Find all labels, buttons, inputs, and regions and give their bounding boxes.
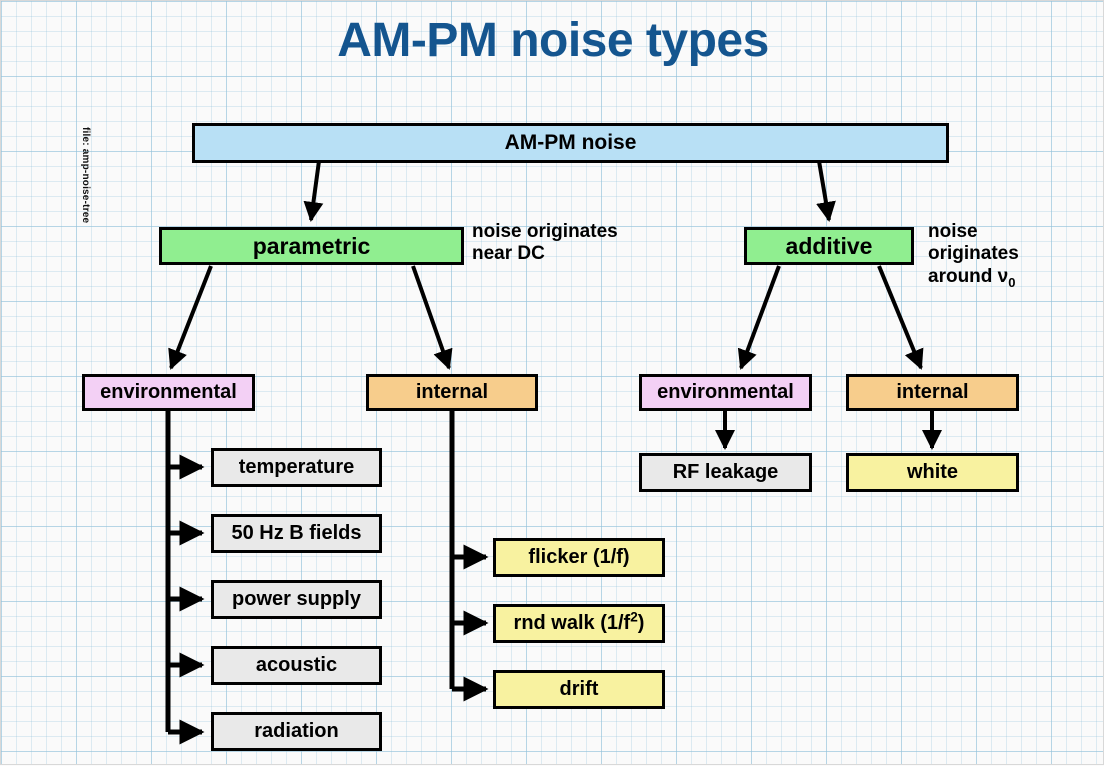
node-additive-environmental[interactable]: environmental xyxy=(639,374,812,411)
note-additive: noise originates around ν0 xyxy=(928,221,1019,290)
leaf-label-suffix: ) xyxy=(637,612,645,634)
leaf-label: flicker (1/f) xyxy=(528,546,630,568)
leaf-acoustic[interactable]: acoustic xyxy=(211,646,382,685)
leaf-flicker[interactable]: flicker (1/f) xyxy=(493,538,665,577)
page-title: AM-PM noise types xyxy=(337,14,769,67)
edge-additive-to-environmental xyxy=(737,265,781,370)
node-label: environmental xyxy=(100,381,237,403)
node-parametric-environmental[interactable]: environmental xyxy=(82,374,255,411)
node-label: internal xyxy=(896,381,969,403)
nu-symbol: ν xyxy=(997,265,1009,287)
node-label: environmental xyxy=(657,381,794,403)
node-additive[interactable]: additive xyxy=(744,227,914,265)
node-label: internal xyxy=(415,381,489,403)
leaf-label: power supply xyxy=(232,588,361,610)
leaf-label: temperature xyxy=(238,456,355,478)
edge-parametric-to-environmental xyxy=(168,265,213,370)
leaf-rf-leakage[interactable]: RF leakage xyxy=(639,453,812,492)
nu-subscript: 0 xyxy=(1008,274,1016,290)
leaf-label: RF leakage xyxy=(672,461,779,483)
leaf-radiation[interactable]: radiation xyxy=(211,712,382,751)
leaf-label: acoustic xyxy=(255,654,338,676)
node-parametric[interactable]: parametric xyxy=(159,227,464,265)
leaf-label-text: rnd walk (1/f xyxy=(513,612,631,634)
leaf-50hz-b-fields[interactable]: 50 Hz B fields xyxy=(211,514,382,553)
edge-root-to-additive xyxy=(816,160,836,222)
leaf-white[interactable]: white xyxy=(846,453,1019,492)
leaf-power-supply[interactable]: power supply xyxy=(211,580,382,619)
edge-additive-to-internal xyxy=(877,265,924,370)
node-label: AM-PM noise xyxy=(504,131,637,154)
leaf-drift[interactable]: drift xyxy=(493,670,665,709)
node-label: additive xyxy=(785,232,873,259)
node-am-pm-noise[interactable]: AM-PM noise xyxy=(192,123,949,163)
leaf-label: drift xyxy=(559,678,599,700)
node-label: parametric xyxy=(252,232,371,259)
node-additive-internal[interactable]: internal xyxy=(846,374,1019,411)
leaf-label: radiation xyxy=(254,720,339,742)
leaf-label: white xyxy=(906,461,959,483)
file-label: file: amp-noise-tree xyxy=(80,127,91,224)
leaf-temperature[interactable]: temperature xyxy=(211,448,382,487)
leaf-label-superscript: 2 xyxy=(630,609,638,625)
edge-root-to-parametric xyxy=(303,160,324,222)
leaf-label: rnd walk (1/f2) xyxy=(513,609,645,635)
leaf-label: 50 Hz B fields xyxy=(231,522,362,544)
edge-parametric-to-internal xyxy=(411,265,453,370)
node-parametric-internal[interactable]: internal xyxy=(366,374,538,411)
note-parametric: noise originates near DC xyxy=(472,221,618,265)
note-additive-text: noise originates around xyxy=(928,221,1019,287)
leaf-rnd-walk[interactable]: rnd walk (1/f2) xyxy=(493,604,665,643)
